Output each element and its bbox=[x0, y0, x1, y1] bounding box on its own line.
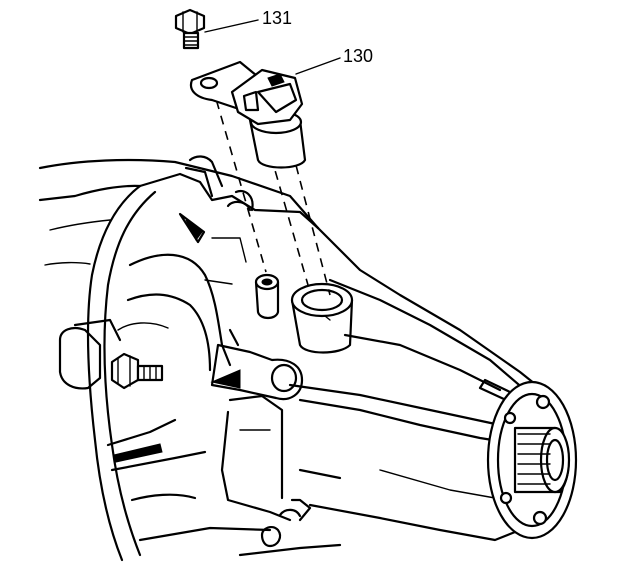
sensor-bore bbox=[254, 273, 354, 354]
callout-leaders bbox=[204, 19, 341, 75]
bolt-callout-label: 131 bbox=[262, 8, 292, 28]
transmission-case bbox=[38, 155, 342, 562]
bolt bbox=[174, 8, 206, 50]
sensor-callout-label: 130 bbox=[343, 46, 373, 66]
mounting-lug bbox=[210, 328, 304, 401]
output-flange bbox=[486, 380, 578, 540]
alignment-lines bbox=[211, 84, 331, 296]
speed-sensor bbox=[189, 60, 307, 169]
